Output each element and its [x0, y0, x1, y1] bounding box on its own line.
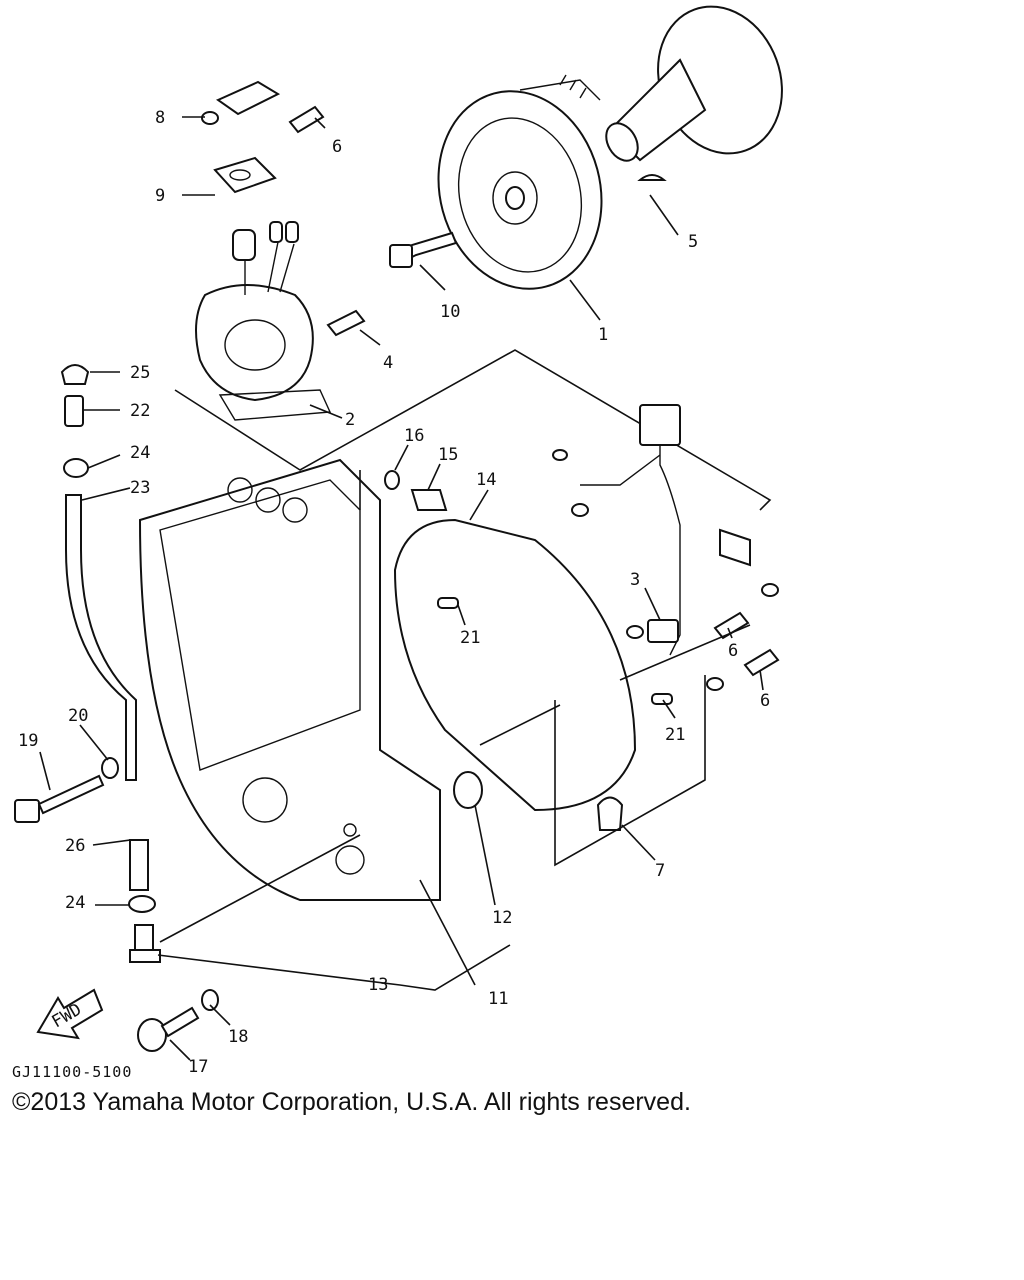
hose-clamp-lower — [128, 895, 156, 913]
callout-13: 13 — [368, 975, 388, 995]
callout-6a: 6 — [332, 137, 342, 157]
nipple-fitting — [64, 395, 84, 427]
callout-26: 26 — [65, 836, 85, 856]
elbow-fitting — [129, 924, 161, 963]
bolt-4 — [326, 309, 366, 337]
drawing-code: GJ11100-5100 — [12, 1063, 133, 1081]
dowel-pin-lower — [651, 693, 673, 705]
grommet — [213, 156, 277, 194]
callout-11: 11 — [488, 989, 508, 1009]
hose-lower — [129, 839, 149, 891]
stator-coil — [195, 221, 332, 421]
dowel-pin-upper — [437, 597, 459, 609]
bolt-6a — [713, 611, 750, 640]
callout-5: 5 — [688, 232, 698, 252]
callout-9: 9 — [155, 186, 165, 206]
leader-lines — [39, 116, 764, 1061]
callout-24a: 24 — [130, 443, 150, 463]
cover-plate — [201, 80, 281, 125]
washer-18 — [201, 989, 219, 1011]
callout-15: 15 — [438, 445, 458, 465]
clamp-7 — [596, 796, 624, 831]
callout-3: 3 — [630, 570, 640, 590]
cover-bracket-lines — [359, 470, 751, 867]
stator-plane-outline — [174, 349, 772, 511]
callout-21a: 21 — [460, 628, 480, 648]
callout-22: 22 — [130, 401, 150, 421]
callout-10: 10 — [440, 302, 460, 322]
bolt-15 — [410, 489, 448, 511]
crankcase-cover — [138, 458, 441, 901]
callout-12: 12 — [492, 908, 512, 928]
bolt-long — [14, 774, 105, 823]
pickup-coil-harness — [552, 404, 779, 691]
washer-left — [101, 757, 119, 779]
bolt-6c — [288, 105, 325, 134]
callout-17: 17 — [188, 1057, 208, 1077]
callout-1: 1 — [598, 325, 608, 345]
copyright-notice: ©2013 Yamaha Motor Corporation, U.S.A. A… — [12, 1088, 691, 1116]
callout-19: 19 — [18, 731, 38, 751]
washer-16 — [384, 470, 400, 490]
bolt-6b — [743, 648, 780, 677]
callout-4: 4 — [383, 353, 393, 373]
flywheel-bolt — [389, 231, 458, 268]
dowel-pin-12 — [453, 771, 483, 809]
callout-labels: 1 2 3 4 5 6 6 6 7 8 9 10 11 12 13 14 15 … — [18, 108, 770, 1077]
callout-16: 16 — [404, 426, 424, 446]
callout-18: 18 — [228, 1027, 248, 1047]
fwd-arrow-icon: FWD — [36, 988, 104, 1040]
bolt-17 — [137, 1006, 200, 1052]
callout-23: 23 — [130, 478, 150, 498]
callout-25: 25 — [130, 363, 150, 383]
hose-clamp-upper — [63, 458, 89, 478]
callout-6c: 6 — [760, 691, 770, 711]
callout-14: 14 — [476, 470, 496, 490]
callout-6b: 6 — [728, 641, 738, 661]
callout-20: 20 — [68, 706, 88, 726]
callout-8: 8 — [155, 108, 165, 128]
flywheel-puller — [605, 5, 783, 162]
callout-24b: 24 — [65, 893, 85, 913]
callout-7: 7 — [655, 861, 665, 881]
callout-2: 2 — [345, 410, 355, 430]
gasket — [393, 518, 637, 812]
flywheel-rotor — [437, 74, 603, 290]
hose-upper — [65, 494, 137, 781]
callout-21b: 21 — [665, 725, 685, 745]
cap — [60, 364, 90, 385]
woodruff-key — [637, 174, 667, 181]
